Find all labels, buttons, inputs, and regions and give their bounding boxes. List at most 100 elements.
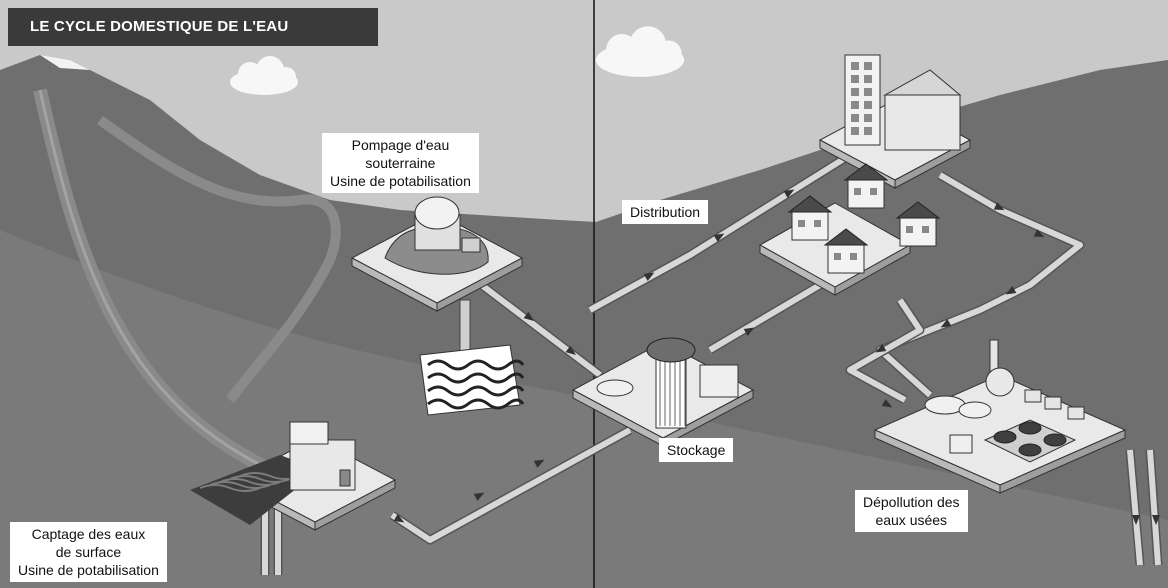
platform-city-side-right xyxy=(894,139,971,189)
label-pompage: Pompage d'eau souterraine Usine de potab… xyxy=(322,133,479,193)
pipe-flow-arrow-icon xyxy=(565,345,576,356)
platform-captage-side-right xyxy=(314,479,396,531)
water-tower-column xyxy=(655,357,687,429)
pipe-flow-arrow-icon xyxy=(533,459,545,468)
pipe-network xyxy=(260,151,1163,575)
building-window xyxy=(864,88,872,96)
label-captage-line-1: Captage des eaux xyxy=(31,526,146,542)
house-window xyxy=(922,226,929,233)
pipe-flow-arrow-icon xyxy=(473,492,485,501)
pipe-flow-arrow-icon xyxy=(875,344,887,353)
pipe-flow-arrow-icon xyxy=(1005,286,1017,295)
stockage-basin xyxy=(596,379,634,397)
house-wall xyxy=(827,244,865,274)
surface-water-wave xyxy=(199,484,261,492)
house-roof xyxy=(823,228,869,246)
river-main-highlight xyxy=(38,89,271,472)
cloud-puff-3 xyxy=(655,40,682,67)
captage-upper-block xyxy=(289,421,329,445)
pipe-flow-arrow-icon xyxy=(881,399,893,408)
aeration-rotor xyxy=(1043,433,1067,447)
pompage-annex xyxy=(461,237,481,253)
plant-shed xyxy=(1024,389,1042,403)
platform-depollution-side-right xyxy=(999,429,1126,494)
pipe-flow-arrow-icon xyxy=(1132,515,1140,525)
house-roof xyxy=(895,201,941,219)
house-roof xyxy=(787,195,833,213)
building-roof xyxy=(883,69,962,96)
plant-control-house xyxy=(949,434,973,454)
pipe-flow-arrow-icon xyxy=(523,311,534,322)
house-window xyxy=(854,188,861,195)
house-window xyxy=(814,220,821,227)
label-captage-line-3: Usine de potabilisation xyxy=(18,562,159,578)
label-captage: Captage des eaux de surface Usine de pot… xyxy=(10,522,167,582)
pipe-plant-outlet-1 xyxy=(1127,449,1143,566)
pipe-flow-arrow-icon xyxy=(783,189,795,198)
river-branch xyxy=(97,115,341,404)
pipe-plant-outlet-2 xyxy=(1147,449,1161,566)
cloud-puff-1 xyxy=(606,34,638,66)
groundwater-wave xyxy=(427,398,525,410)
label-stockage-text: Stockage xyxy=(667,442,726,458)
groundwater-wave xyxy=(427,385,525,397)
treatment-plant-icon xyxy=(924,339,1085,463)
water-tower-tank xyxy=(646,337,696,363)
pipe-flow-arrow-icon xyxy=(1152,515,1160,525)
building-window xyxy=(851,88,859,96)
label-depollution-line-2: eaux usées xyxy=(875,512,948,528)
plant-shed xyxy=(1044,396,1062,410)
pipe-flow-arrow-icon xyxy=(1033,229,1045,238)
pipe-flow-arrow-icon xyxy=(993,202,1005,211)
digester-dome xyxy=(985,367,1015,397)
house-window xyxy=(850,253,857,260)
pipe-stockage-to-houses xyxy=(708,282,822,353)
title-banner: LE CYCLE DOMESTIQUE DE L'EAU xyxy=(8,8,378,46)
label-distribution-text: Distribution xyxy=(630,204,701,220)
pipe-flow-arrow-icon xyxy=(743,327,755,336)
aeration-basin xyxy=(983,419,1077,463)
house-window xyxy=(870,188,877,195)
groundwater-wave xyxy=(427,372,525,384)
house-window xyxy=(906,226,913,233)
label-captage-line-2: de surface xyxy=(55,544,122,560)
aeration-rotor xyxy=(993,430,1017,444)
plant-shed xyxy=(1067,406,1085,420)
building-window xyxy=(851,75,859,83)
label-depollution-line-1: Dépollution des xyxy=(863,494,960,510)
cloud-icon xyxy=(595,26,685,77)
water-tower-icon xyxy=(646,337,696,429)
pompage-dome xyxy=(414,196,460,230)
house-icon xyxy=(787,195,833,241)
building-window xyxy=(864,114,872,122)
pipe-flow-arrow-icon xyxy=(713,233,725,242)
building-window xyxy=(864,62,872,70)
cloud-puff-3 xyxy=(276,67,296,87)
pipe-flow-arrow-icon xyxy=(393,514,405,523)
groundwater-wave xyxy=(427,359,525,371)
label-stockage: Stockage xyxy=(659,438,734,462)
building-window xyxy=(851,101,859,109)
building-icon xyxy=(884,94,961,151)
surface-water-wave xyxy=(209,481,271,489)
house-wall xyxy=(791,211,829,241)
platform-captage xyxy=(190,421,397,531)
platform-pompage xyxy=(350,196,524,312)
pipe-flow-arrow-icon xyxy=(940,319,952,328)
groundwater-icon xyxy=(419,344,525,416)
house-icon xyxy=(895,201,941,247)
cloud-puff-1 xyxy=(238,62,262,86)
house-wall xyxy=(899,217,937,247)
house-roof xyxy=(843,163,889,181)
building-window xyxy=(851,127,859,135)
label-depollution: Dépollution des eaux usées xyxy=(855,490,968,532)
cloud-icon xyxy=(230,56,298,95)
house-icon xyxy=(699,364,739,398)
house-window xyxy=(798,220,805,227)
label-distribution: Distribution xyxy=(622,200,709,224)
building-window xyxy=(851,62,859,70)
house-icon xyxy=(823,228,869,274)
aeration-rotor xyxy=(1018,421,1042,435)
pipe-captage-to-stockage xyxy=(390,427,632,543)
snow-cap xyxy=(40,55,90,70)
